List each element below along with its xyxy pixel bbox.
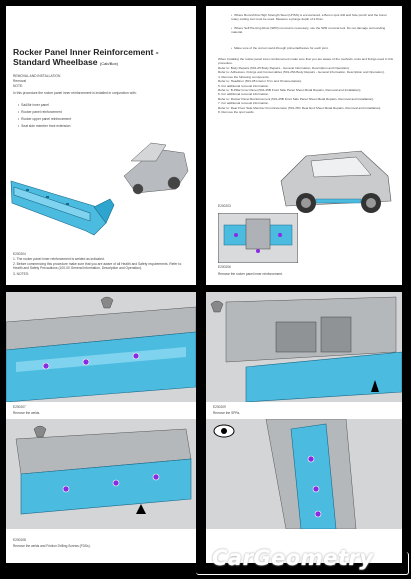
bullet-item: Rocker upper panel reinforcement	[18, 117, 71, 121]
bullet-item: Rocker panel reinforcement	[18, 110, 62, 114]
weld-removal-illustration-1	[6, 292, 196, 402]
figure-code: E200203	[218, 204, 231, 208]
manual-page-3: E200207 Remove the welds. E200208 Remove…	[6, 292, 196, 563]
bullet-item: Make sure of the correct weld-through pr…	[231, 46, 391, 50]
fds-removal-illustration	[206, 419, 402, 529]
bullet-item: Where Boron/Ultra High Strength Steel (U…	[231, 13, 391, 21]
reinforcement-illustration	[10, 142, 189, 236]
spr-removal-illustration	[206, 292, 402, 402]
figure-code: E200209	[213, 405, 226, 409]
figure-caption: Remove the rocker panel inner reinforcem…	[218, 272, 283, 276]
manual-page-4: E200209 Remove the SPRs.	[206, 292, 402, 563]
figure-caption: Remove the welds and Friction Drilling S…	[13, 544, 91, 548]
step-1: 1. The rocker panel inner reinforcement …	[13, 257, 105, 261]
bullet-item: Where Self Piercing Rivet (SPR) removal …	[231, 26, 391, 34]
section-heading: REMOVAL AND INSTALLATION	[13, 74, 61, 78]
step-3: 3. NOTES:	[13, 272, 29, 276]
page-title: Rocker Panel Inner Reinforcement - Stand…	[13, 47, 159, 67]
note-label: NOTE:	[13, 84, 24, 88]
reference-list: Refer to: Body Repairs (501-25 Body Repa…	[218, 66, 385, 115]
bullet-item: Seat side member front extension	[18, 124, 70, 128]
manual-page-2: Where Boron/Ultra High Strength Steel (U…	[206, 6, 402, 285]
figure-code: E200204	[13, 252, 26, 256]
manual-page-1: Rocker Panel Inner Reinforcement - Stand…	[6, 6, 196, 285]
bullet-item: Sail/Air inner panel	[18, 103, 49, 107]
figure-caption: Remove the welds.	[13, 411, 41, 415]
step-2: 2. Before commencing this procedure make…	[13, 262, 182, 271]
removal-label: Removal	[13, 79, 27, 83]
figure-caption: Remove the SPRs.	[213, 411, 241, 415]
figure-code: E200207	[13, 405, 26, 409]
logo-frame	[196, 552, 409, 575]
intro-text: In this procedure the rocker panel inner…	[13, 91, 137, 95]
paragraph: When installing the rocker panel inner r…	[218, 57, 394, 66]
cargeometry-logo: CarGeometry	[212, 546, 374, 570]
figure-code: E200206	[218, 265, 231, 269]
weld-detail-illustration	[218, 213, 298, 263]
weld-removal-illustration-2	[6, 419, 196, 529]
vehicle-side-illustration	[280, 150, 392, 213]
figure-code: E200208	[13, 538, 26, 542]
